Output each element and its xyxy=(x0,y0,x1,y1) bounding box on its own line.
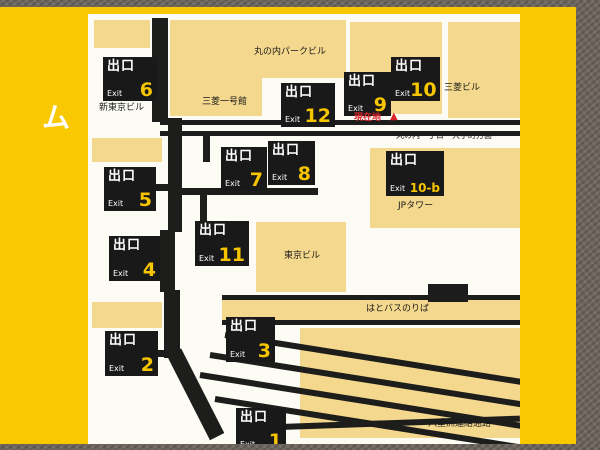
label-tokyo-bldg: 東京ビル xyxy=(284,251,321,261)
exit-word-en: Exit xyxy=(109,364,125,373)
building-block-marunouchi-park xyxy=(250,20,346,78)
building-block-mitsubishi-ichigokan xyxy=(170,20,262,116)
exit-number: 6 xyxy=(139,78,153,101)
street xyxy=(158,254,170,261)
hato-bus-area xyxy=(222,300,520,320)
exit-number: 2 xyxy=(140,353,154,376)
label-hato-bus-stop: はとバスのりば xyxy=(366,304,430,314)
exit-number: 3 xyxy=(257,339,271,362)
building-block-tokyo-bldg xyxy=(256,222,346,292)
exit-box-4: 出口 Exit 4 xyxy=(109,236,160,281)
exit-box-5: 出口 Exit 5 xyxy=(104,167,156,211)
exit-word-en: Exit xyxy=(240,441,255,445)
direction-note: 丸の内一丁目・大手町方面 xyxy=(396,131,492,140)
exit-box-3: 出口 Exit 3 xyxy=(226,317,275,362)
exit-word-en: Exit xyxy=(107,89,123,98)
building-block-mitsubishi xyxy=(448,22,520,118)
street xyxy=(222,320,520,325)
exit-word-en: Exit xyxy=(348,104,364,113)
exit-word-en: Exit xyxy=(108,199,124,208)
main-street xyxy=(160,131,520,136)
label-yaesu-passage: 八重洲連絡通路 xyxy=(428,419,492,429)
station-corridor xyxy=(160,230,175,292)
exit-word-jp: 出口 xyxy=(395,59,424,74)
exit-number: 5 xyxy=(138,188,152,211)
building-block xyxy=(92,138,162,162)
label-shin-tokyo-bldg: 新東京ビル xyxy=(99,103,145,113)
label-jp-tower: JPタワー xyxy=(398,201,434,211)
exit-box-6: 出口 Exit 6 xyxy=(103,57,157,101)
exit-word-en: Exit xyxy=(395,89,411,98)
exit-word-jp: 出口 xyxy=(285,85,314,100)
exit-number: 12 xyxy=(304,104,331,127)
station-corridor xyxy=(168,118,182,232)
exit-word-jp: 出口 xyxy=(272,143,301,158)
exit-box-8: 出口 Exit 8 xyxy=(268,141,315,185)
exit-number: 1 xyxy=(268,429,282,444)
exit-word-en: Exit xyxy=(199,254,215,263)
exit-box-2: 出口 Exit 2 xyxy=(105,331,158,376)
exit-word-jp: 出口 xyxy=(107,59,136,74)
wall-background xyxy=(576,0,600,450)
exit-number: 9 xyxy=(373,93,387,116)
building-block xyxy=(94,20,150,48)
exit-word-en: Exit xyxy=(272,173,288,182)
exit-word-en: Exit xyxy=(113,269,129,278)
exit-word-en: Exit xyxy=(230,350,246,359)
exit-number: 10 xyxy=(410,78,437,101)
exit-word-jp: 出口 xyxy=(109,333,138,348)
exit-box-7: 出口 Exit 7 xyxy=(221,147,267,191)
station-corridor xyxy=(166,348,225,441)
current-location-marker-icon: ▲ xyxy=(390,111,398,122)
exit-word-jp: 出口 xyxy=(230,319,259,334)
street xyxy=(222,295,520,300)
exit-box-9: 出口 Exit 9 xyxy=(344,72,391,116)
station-corridor xyxy=(164,290,180,358)
main-street xyxy=(160,120,520,125)
wall-background xyxy=(0,0,600,7)
exit-number: 4 xyxy=(142,258,156,281)
label-mitsubishi-bldg: 三菱ビル xyxy=(444,83,481,93)
exit-word-jp: 出口 xyxy=(108,169,137,184)
exit-number: 10-b xyxy=(409,181,440,196)
exit-word-en: Exit xyxy=(285,115,301,124)
label-mitsubishi-ichigokan: 三菱一号館 xyxy=(202,97,248,107)
street xyxy=(200,195,207,223)
exit-word-jp: 出口 xyxy=(225,149,254,164)
street xyxy=(156,350,170,357)
street xyxy=(203,136,210,162)
exit-word-en: Exit xyxy=(225,179,241,188)
current-location-label: 現在地 xyxy=(354,113,382,123)
exit-word-jp: 出口 xyxy=(113,238,142,253)
street xyxy=(156,184,170,191)
building-block xyxy=(92,302,162,328)
station-exit-map: 丸の内パークビル 三菱一号館 三菱ビル 新東京ビル JPタワー 東京ビル はとバ… xyxy=(88,14,520,444)
exit-word-jp: 出口 xyxy=(199,223,228,238)
exit-word-en: Exit xyxy=(390,184,406,193)
wall-background xyxy=(0,444,600,450)
street xyxy=(168,188,318,195)
exit-word-jp: 出口 xyxy=(240,410,269,425)
exit-word-jp: 出口 xyxy=(390,153,419,168)
label-marunouchi-park-bldg: 丸の内パークビル xyxy=(254,47,327,57)
sign-side-text: ム xyxy=(42,101,71,134)
exit-box-1: 出口 Exit 1 xyxy=(236,408,286,444)
exit-word-jp: 出口 xyxy=(348,74,377,89)
exit-number: 7 xyxy=(249,168,263,191)
exit-number: 11 xyxy=(218,243,245,266)
exit-number: 8 xyxy=(297,162,311,185)
